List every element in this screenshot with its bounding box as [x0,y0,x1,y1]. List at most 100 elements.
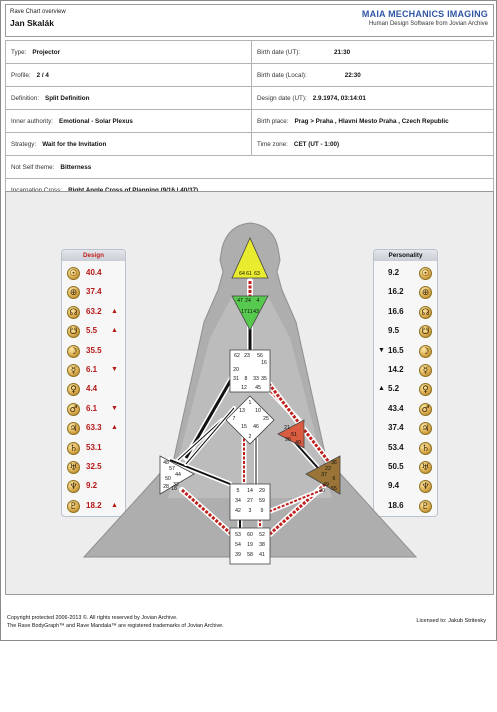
design-gate-value: 4.4 [86,384,98,394]
design-planet-row: ☊63.2▲ [66,305,123,323]
root-gate-label: 54 [235,542,241,548]
ajna-gate-label: 17 [241,309,247,315]
throat-gate-label: 62 [234,353,240,359]
design-gate-value: 53.1 [86,442,102,452]
timezone-value: CET (UT - 1:00) [293,140,340,148]
planet-glyph-icon: ♆ [67,480,80,494]
personality-gate-value: 5.2 [388,384,400,394]
sacral-gate-label: 14 [247,488,253,494]
ajna-gate-label: 43 [253,309,259,315]
exalted-arrow-icon: ▲ [378,385,385,393]
bodygraph-panel: Design ☉40.4⊕37.4☊63.2▲☋5.5▲☽35.5☿6.1▼♀4… [5,191,494,595]
personality-planet-row: ♄ 53.4 [378,441,435,459]
info-row: Inner authority:Emotional - Solar Plexus… [5,109,494,133]
planet-glyph-icon: ♃ [419,422,432,436]
planet-glyph-icon: ☽ [67,344,80,358]
planet-glyph-icon: ♃ [67,422,80,436]
personality-gate-value: 53.4 [388,442,404,452]
spleen-gate-label: 57 [169,466,175,472]
timezone-label: Time zone: [257,140,288,148]
channel-spleen-sacral [169,459,231,485]
exalted-arrow-icon: ▲ [111,424,118,432]
design-date-label: Design date (UT): [257,94,307,102]
planet-glyph-icon: ♅ [419,461,432,474]
solar-plexus-center [305,455,341,495]
design-heading: Design [62,250,125,261]
personality-planet-row: ♀5.2▲ [378,382,435,400]
design-planet-row: ♄ 53.1 [66,441,123,459]
personality-planet-row: ☋9.5 [378,324,435,342]
ego-center [277,419,305,449]
rave-chart-page: Rave Chart overview Jan Skalák MAIA MECH… [0,0,497,641]
ajna-gate-label: 11 [247,309,252,315]
planet-glyph-icon: ☉ [419,267,432,280]
throat-gate-label: 35 [261,376,267,382]
authority-value: Emotional - Solar Plexus [59,117,133,125]
ajna-gate-label: 47 [237,298,243,304]
ajna-gate-label: 4 [257,298,260,304]
design-gate-value: 35.5 [86,345,102,355]
throat-gate-label: 12 [241,385,247,391]
type-label: Type: [11,48,27,56]
person-name: Jan Skalák [10,18,54,28]
solar-gate-label: 22 [325,466,331,472]
copyright-footer: Copyright protected 2006-2013 ©. All rig… [7,614,224,630]
ajna-gate-label: 24 [245,298,251,304]
birth-local-cell: Birth date (Local):22:30 [251,63,494,87]
g-gate-label: 1 [249,400,252,406]
design-gate-value: 6.1 [86,365,98,374]
info-row: Strategy:Wait for the Invitation Time zo… [5,132,494,156]
channel-throat-spleen-2 [185,407,235,465]
design-gate-value: 6.1 [86,403,98,413]
design-gate-value: 63.3 [86,423,102,433]
sacral-gate-label: 34 [235,498,241,504]
design-planet-row: ♀4.4 [66,382,123,400]
detriment-arrow-icon: ▼ [111,404,118,412]
personality-gate-value: 16.5 [388,345,404,355]
planet-glyph-icon: ☿ [67,364,80,377]
personality-gate-value: 43.4 [388,403,404,413]
design-planet-row: ♆9.2 [66,479,123,497]
planet-glyph-icon: ♇ [419,499,432,513]
head-center [231,237,269,279]
notself-label: Not Self theme: [11,163,55,171]
brand-block: MAIA MECHANICS IMAGING Human Design Soft… [362,9,488,27]
definition-label: Definition: [11,94,40,102]
spleen-gate-label: 44 [175,472,181,478]
design-planet-row: ☿6.1▼ [66,363,123,381]
planet-glyph-icon: ☽ [419,344,432,358]
personality-gate-value: 16.6 [388,306,404,316]
personality-planet-row: ♃ 37.4 [378,421,435,439]
report-header-left: Rave Chart overview Jan Skalák [10,9,66,28]
head-gate-label: 64 [239,271,245,277]
personality-gate-value: 14.2 [388,365,404,374]
exalted-arrow-icon: ▲ [111,501,118,509]
sacral-gate-label: 42 [235,508,241,514]
planet-glyph-icon: ♂ [67,402,80,416]
detriment-arrow-icon: ▼ [378,346,385,354]
root-gate-label: 41 [259,552,265,558]
throat-gate-label: 8 [245,376,248,382]
ajna-center [231,295,269,331]
profile-value: 2 / 4 [36,71,49,79]
planet-glyph-icon: ♄ [67,441,80,455]
g-gate-label: 2 [249,434,252,440]
exalted-arrow-icon: ▲ [111,327,118,335]
personality-planet-row: ☽ 16.5▼ [378,344,435,362]
g-gate-label: 10 [255,408,261,414]
personality-gate-value: 18.6 [388,500,404,510]
copyright-line: Copyright protected 2006-2013 ©. All rig… [7,615,178,621]
root-gate-label: 53 [235,532,241,538]
design-gate-value: 63.2 [86,306,102,316]
personality-gate-value: 37.4 [388,423,404,433]
planet-glyph-icon: ♄ [419,441,432,455]
planet-glyph-icon: ☉ [67,267,80,280]
design-gate-value: 5.5 [86,326,98,336]
spleen-gate-label: 28 [163,484,169,490]
report-subtitle: Rave Chart overview [10,9,66,15]
strategy-cell: Strategy:Wait for the Invitation [5,132,252,156]
planet-glyph-icon: ☊ [419,305,432,319]
channel-solar-sacral [267,489,323,513]
spleen-gate-label: 18 [171,486,177,492]
